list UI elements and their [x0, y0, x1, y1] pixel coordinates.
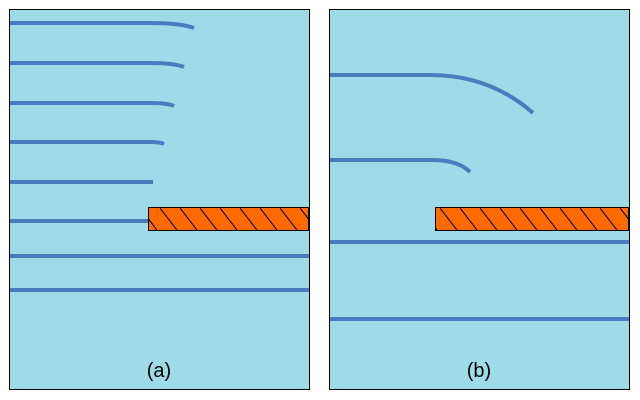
streamline-a2	[10, 61, 185, 69]
panel-b-label: (b)	[467, 360, 491, 382]
panel-a: (a)	[9, 9, 310, 390]
panel-a-label: (a)	[147, 360, 171, 382]
panel-b-plate	[435, 207, 629, 231]
streamline-b2	[330, 158, 472, 174]
streamline-a4	[10, 140, 165, 146]
panel-b-background	[329, 9, 630, 390]
panel-a-plate	[148, 207, 309, 231]
streamline-b1	[330, 73, 535, 115]
streamline-a3	[10, 101, 175, 108]
panel-b-streamlines	[330, 73, 629, 321]
streamline-a1	[10, 21, 195, 30]
panel-a-background	[9, 9, 310, 390]
panel-b: (b)	[329, 9, 630, 390]
panel-a-streamlines	[10, 21, 309, 292]
